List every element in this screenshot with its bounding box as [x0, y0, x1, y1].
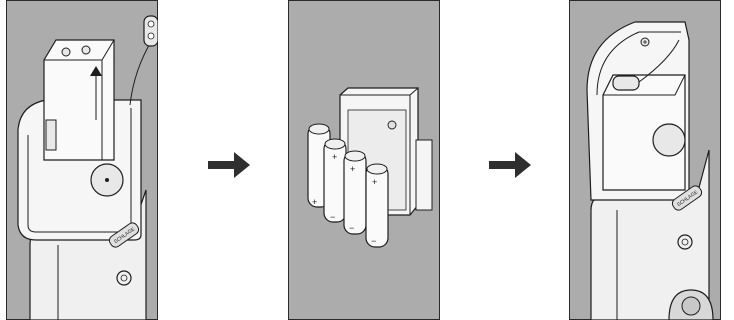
step-panel-remove-battery-pack: SCHLAGE	[6, 0, 158, 320]
svg-text:−: −	[371, 236, 376, 246]
aa-battery-3: + −	[344, 151, 366, 234]
step-panel-reinstall-battery-pack: SCHLAGE	[569, 0, 721, 320]
thumb-turn	[653, 124, 685, 156]
keyhole	[117, 271, 131, 285]
svg-text:+: +	[350, 164, 355, 174]
svg-text:+: +	[332, 152, 337, 162]
battery-insertion-illustration: + + − + − + −	[288, 0, 440, 320]
svg-text:+: +	[372, 177, 377, 187]
right-arrow-icon	[489, 150, 533, 180]
keyhole	[678, 235, 692, 249]
lock-battery-removal-illustration: SCHLAGE	[6, 0, 158, 320]
right-arrow-icon	[208, 150, 252, 180]
lock-battery-installed-illustration: SCHLAGE	[569, 0, 721, 320]
aa-battery-4: + −	[366, 164, 388, 247]
svg-text:−: −	[330, 212, 335, 222]
aa-battery-2: + −	[324, 139, 346, 222]
step-panel-insert-batteries: + + − + − + −	[288, 0, 440, 320]
svg-text:+: +	[312, 197, 317, 207]
battery-connector	[144, 16, 158, 46]
svg-text:−: −	[349, 223, 354, 233]
